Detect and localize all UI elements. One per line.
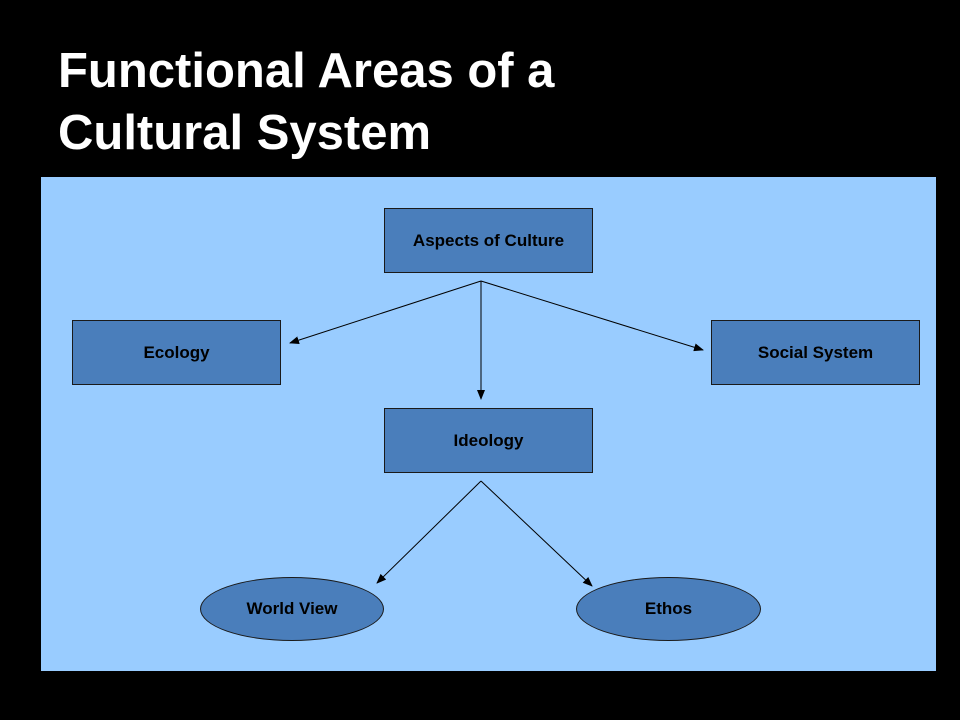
slide-title: Functional Areas of a Cultural System [58, 40, 918, 164]
node-aspects-of-culture: Aspects of Culture [384, 208, 593, 273]
node-ethos: Ethos [576, 577, 761, 641]
node-world-view: World View [200, 577, 384, 641]
slide-title-line-2: Cultural System [58, 106, 432, 160]
node-ideology: Ideology [384, 408, 593, 473]
node-ecology: Ecology [72, 320, 281, 385]
node-social-system: Social System [711, 320, 920, 385]
slide-title-line-1: Functional Areas of a [58, 44, 555, 98]
